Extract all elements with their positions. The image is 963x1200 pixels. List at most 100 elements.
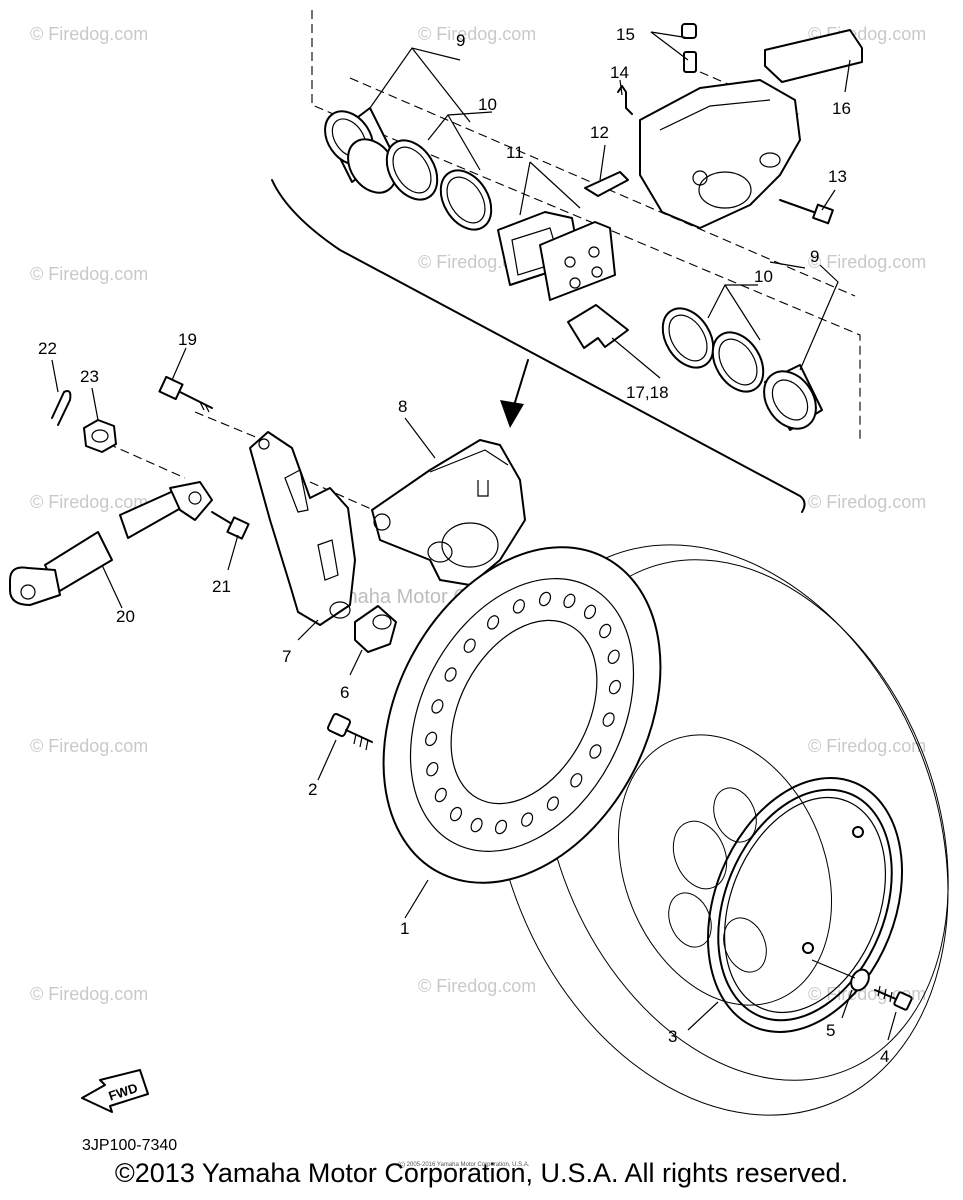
alignment-line (194, 411, 259, 439)
disc-hole (538, 591, 552, 607)
callout-12: 12 (590, 123, 609, 142)
callout-23: 23 (80, 367, 99, 386)
leader-line (844, 59, 851, 93)
callout-14: 14 (610, 63, 629, 82)
callout-9: 9 (456, 31, 465, 50)
piston-seals-left (385, 139, 493, 231)
pad-clip (584, 171, 629, 197)
leader-line (51, 359, 59, 393)
alignment-line (349, 77, 856, 297)
leader-line (841, 989, 853, 1019)
disc-hole (520, 812, 534, 827)
callout-3: 3 (668, 1027, 677, 1046)
brake-disc (382, 546, 662, 919)
callout-20: 20 (116, 607, 135, 626)
bracket-bolt (158, 375, 213, 413)
leader-line (650, 31, 689, 61)
disc-hole (426, 761, 439, 777)
disc-hole (424, 731, 438, 747)
disc-hole (431, 699, 444, 714)
bracket-collar (354, 605, 397, 653)
bleed-screw (681, 23, 697, 73)
watermark-text: © Firedog.com (808, 252, 926, 272)
callout-10: 10 (478, 95, 497, 114)
forward-arrow-icon: FWD (81, 1069, 149, 1113)
callout-15: 15 (616, 25, 635, 44)
leader-line (317, 739, 337, 781)
leader-line (519, 161, 531, 216)
disc-hole (570, 773, 583, 788)
torque-rod-end (119, 481, 213, 539)
alignment-line (311, 10, 861, 440)
disc-hole (563, 593, 576, 609)
leader-line (369, 47, 461, 109)
leader-line (707, 284, 758, 319)
callout-22: 22 (38, 339, 57, 358)
callout-21: 21 (212, 577, 231, 596)
leader-line (404, 879, 429, 919)
leader-line (821, 189, 836, 211)
callout-13: 13 (828, 167, 847, 186)
callout-19: 19 (178, 330, 197, 349)
callout-9: 9 (810, 247, 819, 266)
leader-line (171, 347, 187, 381)
retaining-pin (617, 85, 633, 115)
cotter-pin (51, 390, 72, 426)
leader-line (404, 417, 436, 459)
leader-line (227, 534, 239, 571)
disc-hole (546, 796, 560, 811)
hub-washer (811, 959, 870, 1019)
group-bracket (271, 179, 806, 513)
caliper-bolt (779, 199, 834, 225)
disc-hole (608, 679, 622, 695)
disc-hole (463, 638, 476, 653)
watermark-text: © Firedog.com (30, 264, 148, 284)
rod-bolt (211, 511, 250, 540)
leader-line (619, 79, 623, 96)
leader-line (687, 1001, 719, 1031)
hub-bolt (874, 985, 913, 1041)
disc-hole (602, 712, 615, 727)
leader-line (91, 387, 99, 421)
callout-17-18: 17,18 (626, 383, 669, 402)
disc-hole (470, 817, 483, 833)
watermark-text: © Firedog.com (418, 976, 536, 996)
watermark-text: © Firedog.com (30, 24, 148, 44)
callout-2: 2 (308, 780, 317, 799)
watermark-layer: © Firedog.com © Firedog.com © Firedog.co… (30, 24, 926, 1004)
leader-line (349, 649, 363, 676)
caliper-assembled (371, 417, 526, 586)
leader-line (529, 161, 581, 209)
disc-hole (607, 649, 620, 665)
disc-hole (444, 667, 457, 682)
pad-cover (764, 29, 863, 83)
mount-bracket-group (9, 347, 397, 676)
watermark-text: © Firedog.com (808, 492, 926, 512)
callout-16: 16 (832, 99, 851, 118)
watermark-text: © Firedog.com (30, 492, 148, 512)
copyright-notice: ©2013 Yamaha Motor Corporation, U.S.A. A… (114, 1158, 849, 1188)
leader-line (411, 47, 471, 123)
leader-line (769, 261, 806, 269)
assembly-arrowhead (500, 400, 524, 428)
callout-4: 4 (880, 1047, 889, 1066)
disc-hole (599, 623, 612, 639)
torque-rod (9, 531, 113, 606)
caliper-exploded-group (271, 10, 863, 513)
callout-8: 8 (398, 397, 407, 416)
leader-line (724, 284, 761, 341)
disc-hole (434, 787, 447, 803)
leader-line (799, 264, 839, 371)
leader-line (599, 144, 606, 181)
wheel-hub (491, 544, 949, 1116)
brake-pads (497, 211, 616, 301)
callout-5: 5 (826, 1021, 835, 1040)
callout-11: 11 (506, 143, 524, 162)
alignment-line (309, 481, 379, 513)
disc-hole (486, 615, 500, 630)
part-number: 3JP100-7340 (82, 1137, 177, 1154)
disc-bolt (317, 713, 373, 781)
fine-print: (c) 2005-2016 Yamaha Motor Corporation, … (398, 1162, 530, 1168)
disc-hole (512, 599, 526, 614)
